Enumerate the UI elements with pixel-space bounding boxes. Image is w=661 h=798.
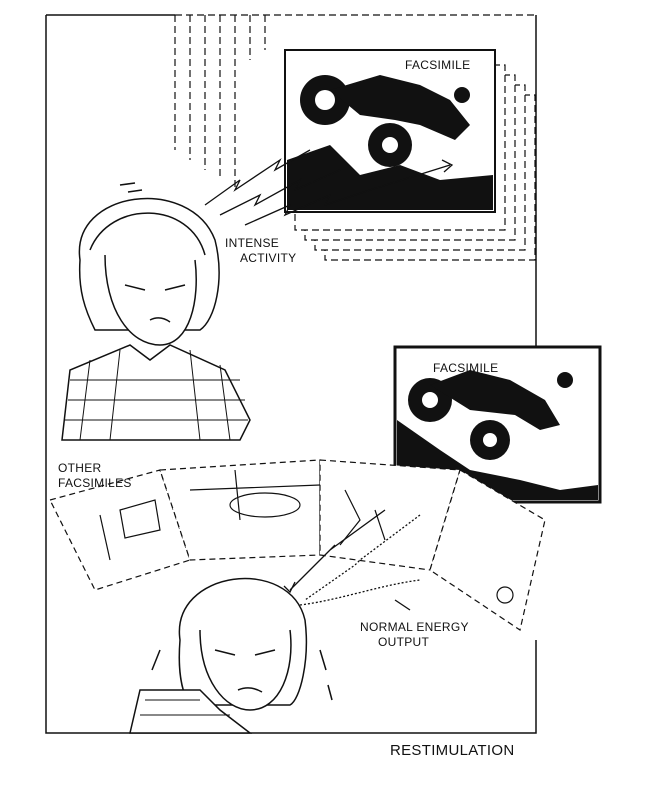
normal-energy-label-line2: OUTPUT <box>378 635 430 649</box>
caption-restimulation: RESTIMULATION <box>390 742 515 759</box>
normal-energy-label-line1: NORMAL ENERGY <box>360 620 469 634</box>
other-facsimiles-arc <box>49 459 546 631</box>
facsimile-top-panel <box>284 49 496 213</box>
facsimile-middle-label: FACSIMILE <box>433 361 499 375</box>
intense-activity-label-line1: INTENSE <box>225 236 280 250</box>
other-facsimiles-label-line1: OTHER <box>58 461 102 475</box>
facsimile-top-label: FACSIMILE <box>405 58 471 72</box>
worried-person-top <box>61 182 251 441</box>
outer-frame <box>45 14 537 734</box>
worried-person-bottom <box>129 577 333 734</box>
intense-activity-arrows <box>204 149 454 226</box>
intense-activity-label-line2: ACTIVITY <box>240 251 297 265</box>
other-facsimiles-label-line2: FACSIMILES <box>58 476 132 490</box>
other-facsimile-sketches <box>99 469 514 604</box>
normal-energy-arrows <box>283 509 421 611</box>
